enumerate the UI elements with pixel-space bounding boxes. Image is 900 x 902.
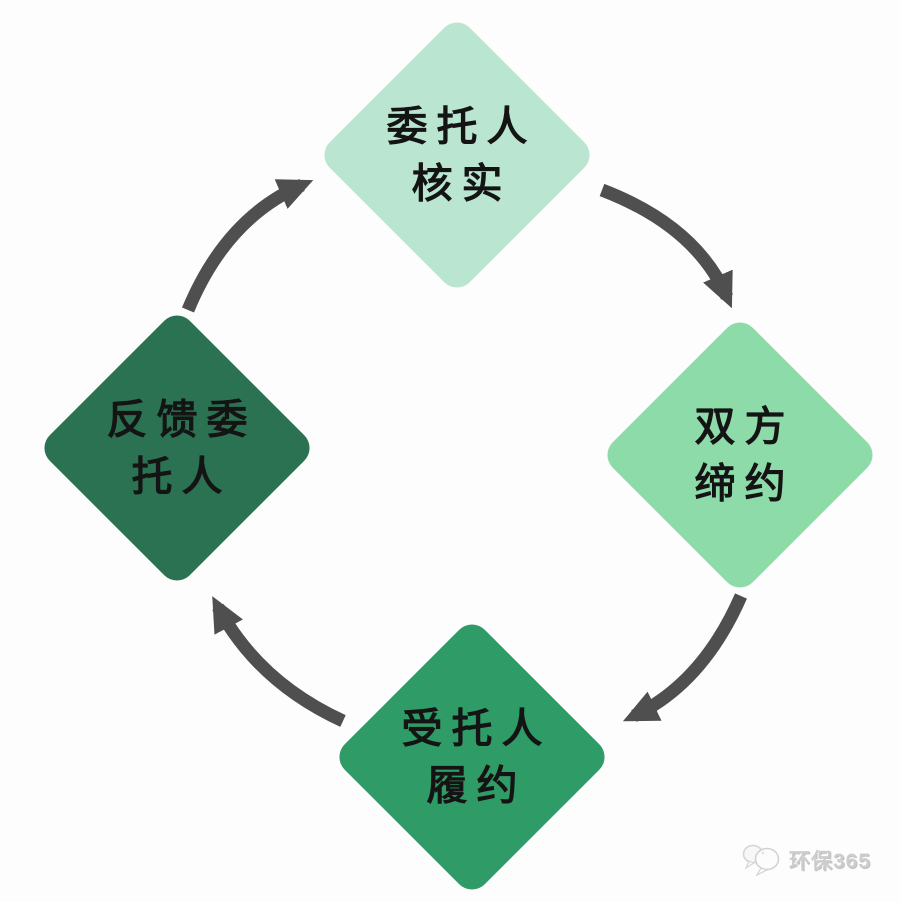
node-label: 反馈委 托人 (98, 391, 257, 504)
node-label: 委托人 核实 (378, 98, 537, 211)
watermark-text: 环保365 (789, 850, 872, 873)
chat-bubbles-icon (742, 844, 780, 877)
node-label-line: 缔约 (694, 460, 795, 506)
node-label-line: 双方 (694, 403, 795, 450)
node-label-line: 履约 (426, 762, 527, 808)
node-label-line: 受托人 (401, 705, 552, 752)
node-label-line: 反馈委 (106, 396, 257, 443)
node-label: 受托人 履约 (393, 700, 552, 813)
arrow-top-to-right-icon (599, 183, 733, 309)
arrow-bottom-to-left-icon (212, 596, 346, 727)
node-label-line: 核实 (411, 160, 512, 206)
node-label-line: 委托人 (386, 103, 537, 150)
node-label: 双方 缔约 (686, 398, 795, 511)
arrow-right-to-bottom-icon (622, 593, 747, 722)
watermark: 环保365 (740, 840, 871, 880)
arrow-left-to-top-icon (181, 179, 314, 313)
node-label-line: 托人 (131, 453, 232, 499)
